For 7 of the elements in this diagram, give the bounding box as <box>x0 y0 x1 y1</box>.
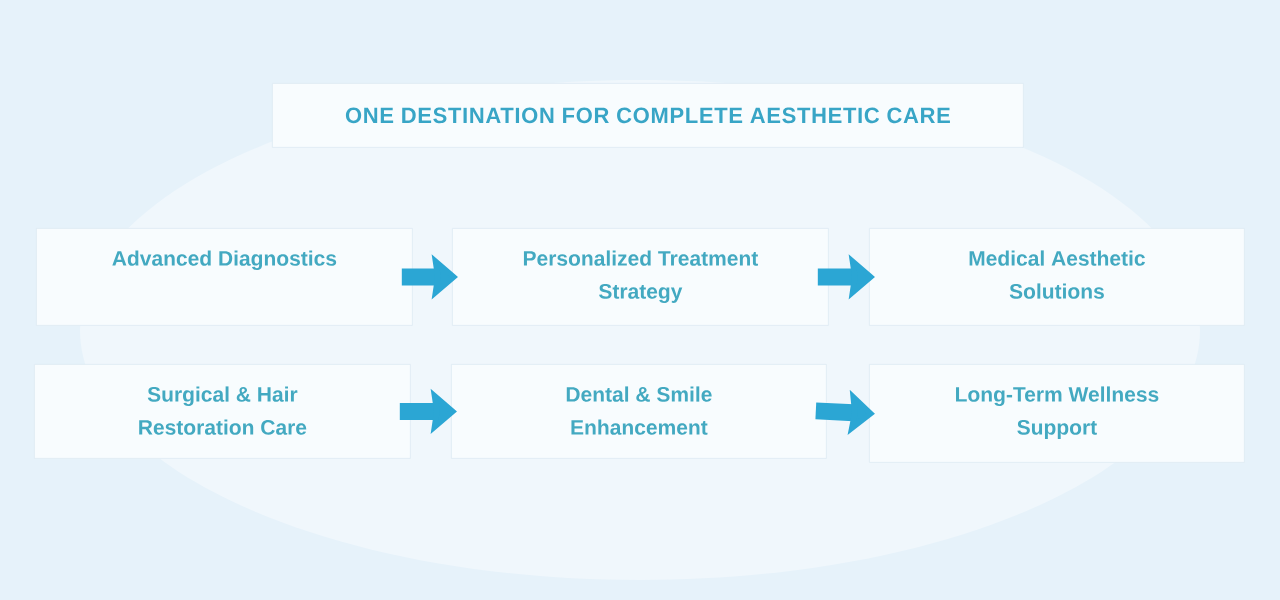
process-box: Surgical & Hair Restoration Care <box>34 364 411 459</box>
process-box: Dental & Smile Enhancement <box>451 364 827 459</box>
process-box: Medical Aesthetic Solutions <box>869 228 1245 326</box>
process-box: Advanced Diagnostics <box>36 228 413 326</box>
title-banner: ONE DESTINATION FOR COMPLETE AESTHETIC CARE <box>272 83 1024 148</box>
process-box: Personalized Treatment Strategy <box>452 228 829 326</box>
process-box: Long-Term Wellness Support <box>869 364 1245 463</box>
